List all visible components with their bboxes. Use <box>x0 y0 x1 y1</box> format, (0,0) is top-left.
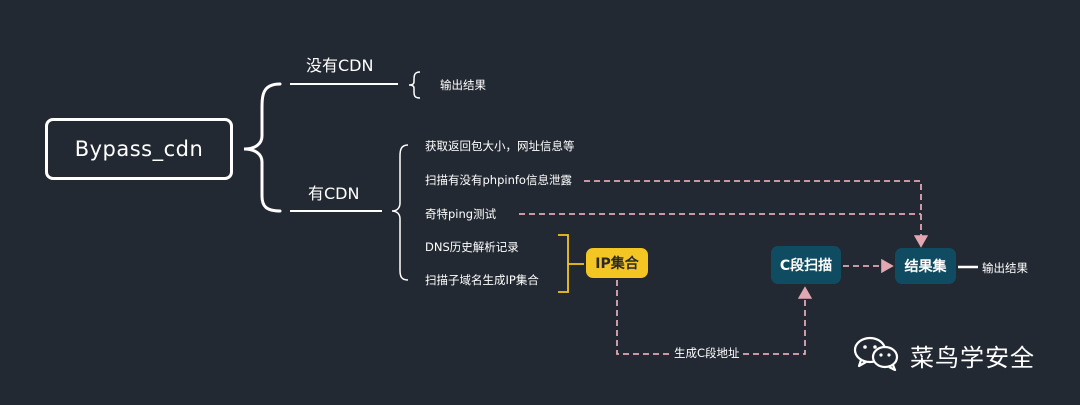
no-cdn-item-output: 输出结果 <box>440 78 486 92</box>
edge-phpinfo-to-result <box>584 180 929 248</box>
branch-no-cdn-label: 没有CDN <box>306 56 374 75</box>
root-node: Bypass_cdn <box>45 118 233 180</box>
ip-group-bracket <box>558 234 584 293</box>
c-scan-node: C段扫描 <box>771 246 841 284</box>
has-cdn-item-ping: 奇特ping测试 <box>425 207 497 221</box>
has-cdn-item-phpinfo: 扫描有没有phpinfo信息泄露 <box>425 173 572 187</box>
root-brace <box>243 82 282 213</box>
branch-has-cdn-label: 有CDN <box>308 184 360 203</box>
watermark-text: 菜鸟学安全 <box>910 344 1035 372</box>
no-cdn-brace <box>408 71 421 99</box>
output-result-label: 输出结果 <box>982 261 1028 275</box>
wechat-icon <box>853 336 899 371</box>
has-cdn-item-response-info: 获取返回包大小，网址信息等 <box>425 139 575 153</box>
edge-ip-to-cscan <box>616 280 813 355</box>
has-cdn-brace <box>391 144 409 281</box>
has-cdn-item-subdomain: 扫描子域名生成IP集合 <box>425 273 539 287</box>
has-cdn-item-dns-history: DNS历史解析记录 <box>425 240 519 254</box>
edge-label-generate-c: 生成C段地址 <box>672 345 742 361</box>
result-set-node: 结果集 <box>895 248 956 284</box>
ip-set-node: IP集合 <box>586 248 648 278</box>
